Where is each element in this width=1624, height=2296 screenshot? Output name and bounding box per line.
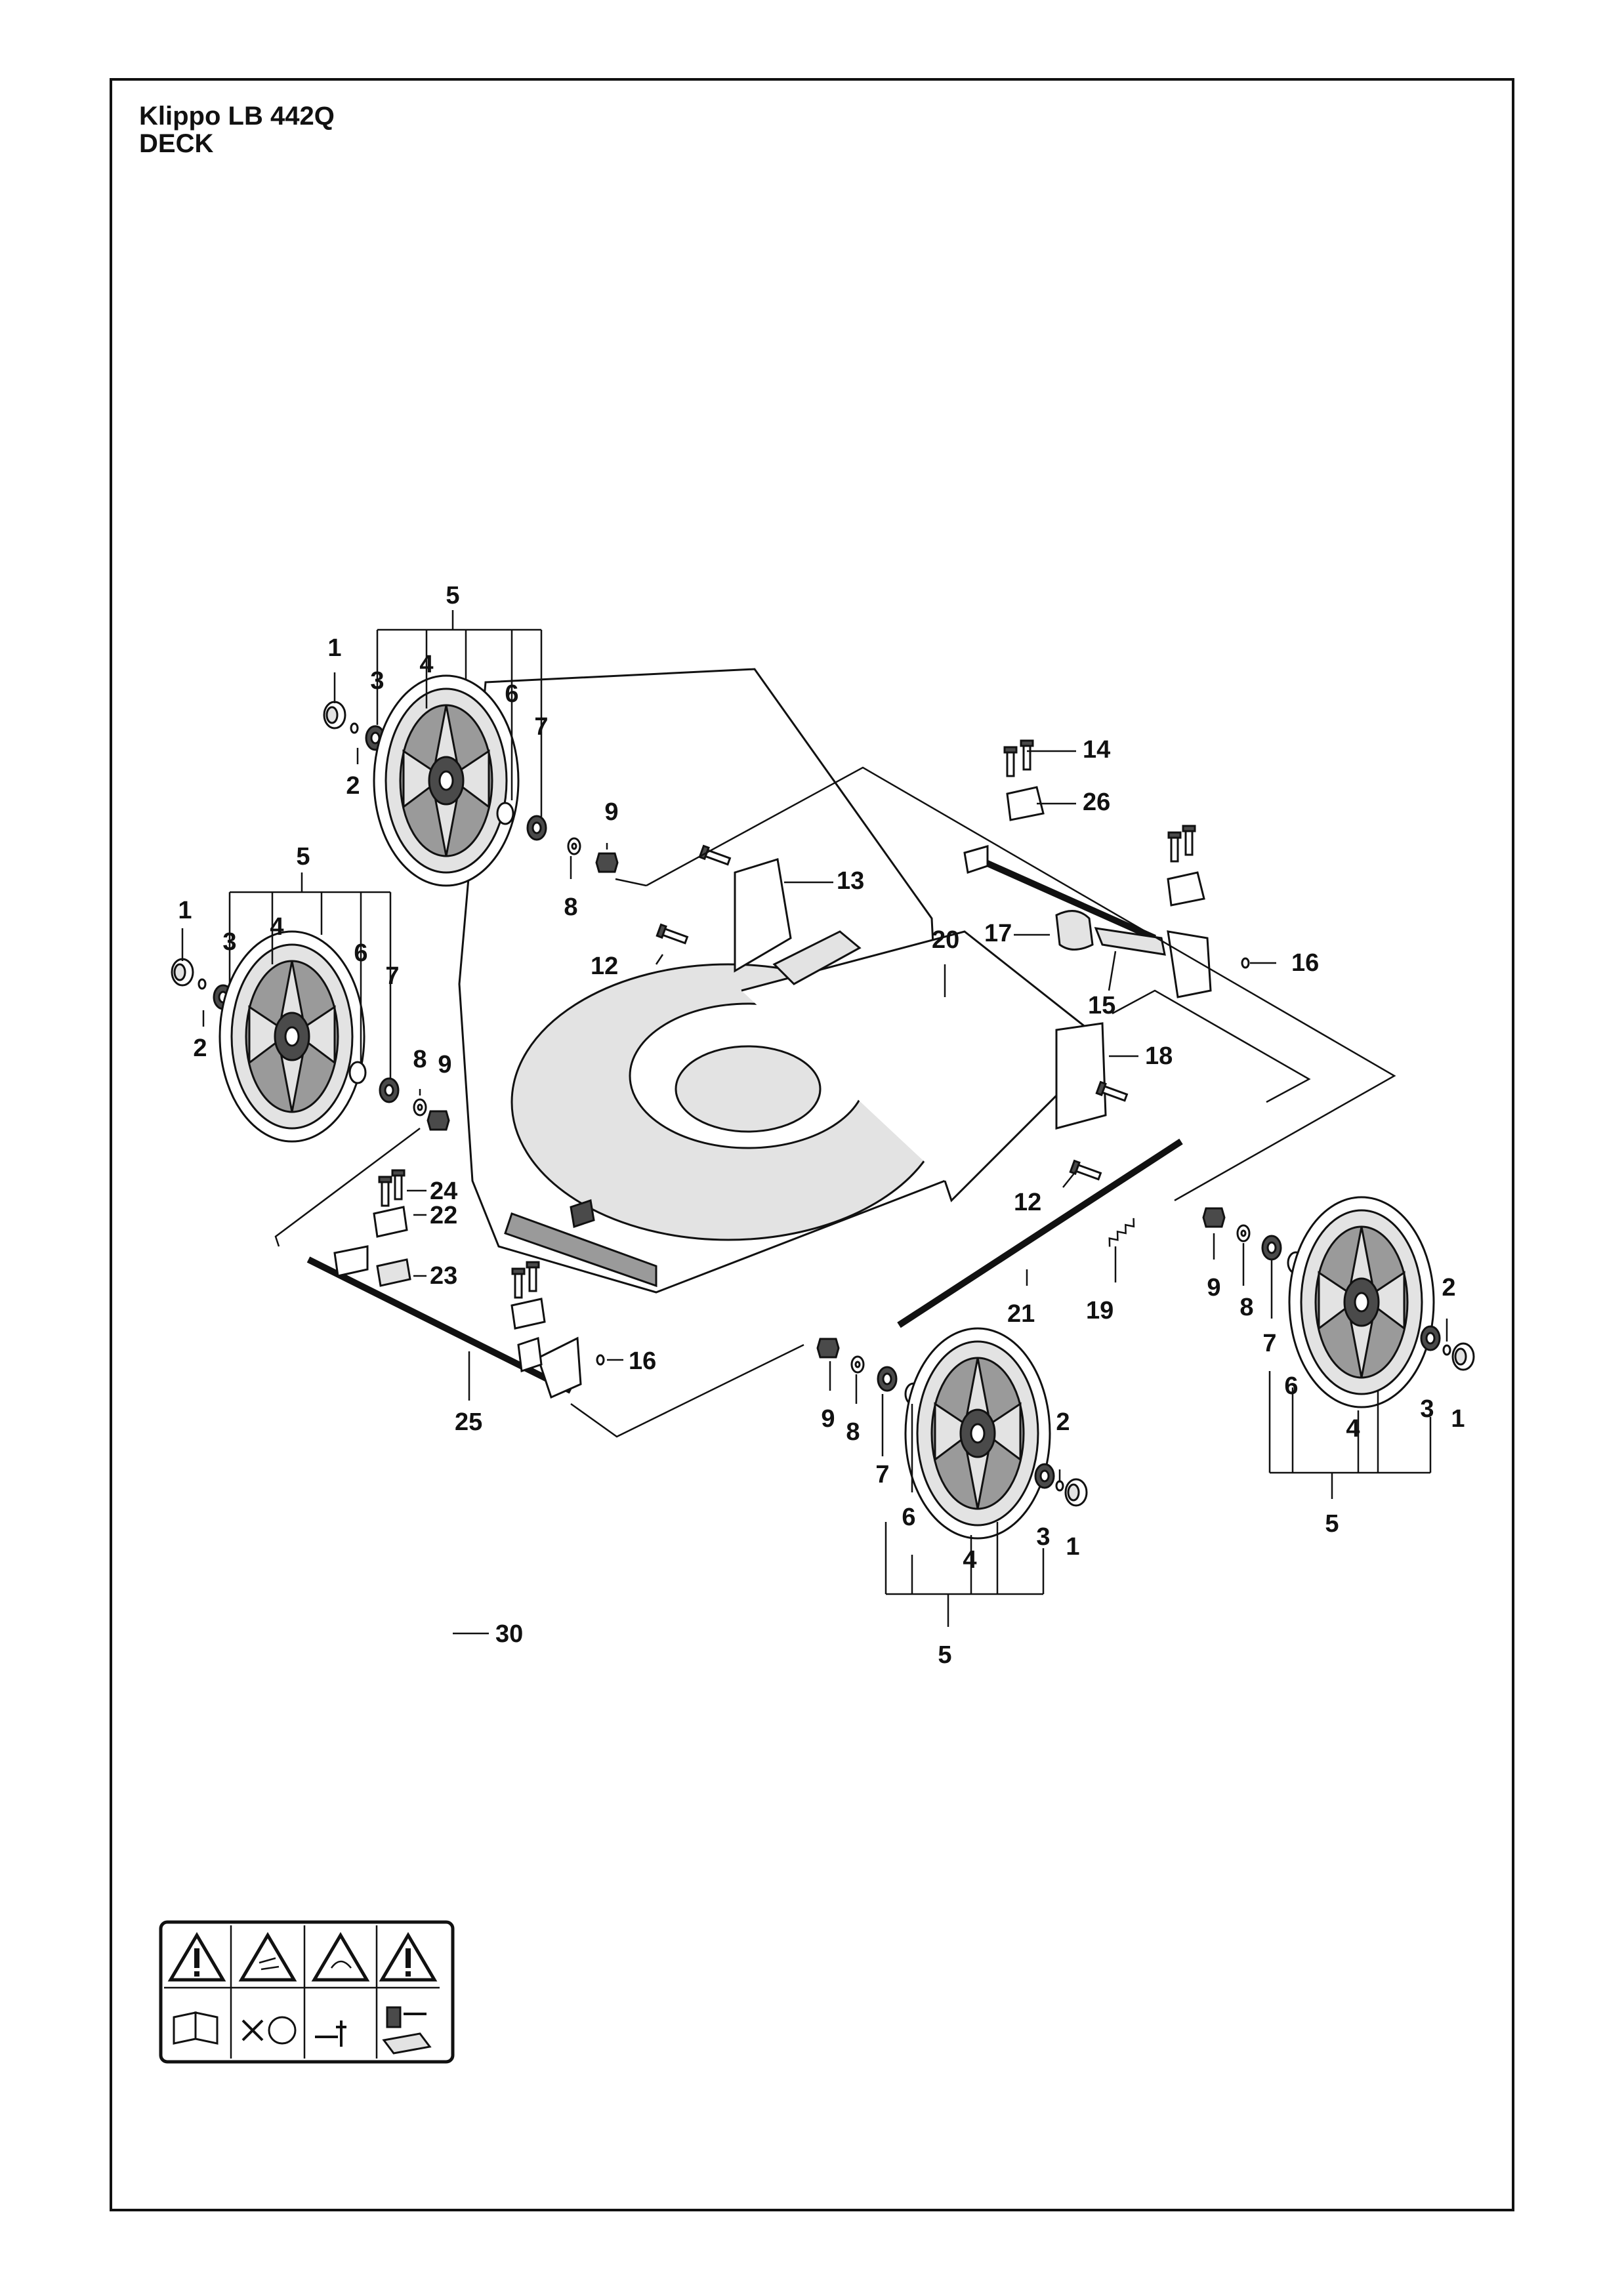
callout-6-rear-right: 6 [1284,1372,1298,1400]
callout-5-rear-right: 5 [1325,1510,1339,1538]
front-axle-rod [306,1245,582,1399]
callout-9-front-right: 9 [821,1405,835,1433]
husqvarna-logo [570,1199,595,1228]
clamp-center [510,1261,546,1330]
callout-5-front-right: 5 [938,1641,951,1669]
callout-12-rear: 12 [591,953,618,980]
callout-19: 19 [1086,1297,1114,1324]
callout-12-front: 12 [1014,1189,1041,1216]
callout-16-upper: 16 [1291,949,1319,977]
callout-1-rear-left: 1 [327,634,341,662]
thrown-object-icon [238,1932,297,1982]
callout-3-front-left: 3 [222,928,236,956]
callout-4-front-left: 4 [270,913,283,941]
clamp-left [373,1169,408,1238]
callout-25: 25 [455,1408,482,1436]
mower-deck [458,668,1091,1294]
callout-2-rear-right: 2 [1442,1274,1455,1302]
callout-17: 17 [984,920,1012,947]
model-title: Klippo LB 442Q [139,102,335,131]
wheel-assembly-front-left [171,930,450,1143]
callout-2-front-left: 2 [193,1035,207,1062]
lever-arm [1094,927,1166,956]
callout-3-front-right: 3 [1036,1523,1050,1551]
callout-1-rear-right: 1 [1451,1405,1465,1433]
page-frame [110,78,1514,2211]
callout-24: 24 [430,1178,457,1205]
callout-7-front-right: 7 [875,1461,889,1488]
callout-4-rear-right: 4 [1346,1415,1360,1443]
disconnect-spark-plug-icon [382,2006,432,2055]
callout-9-rear-left: 9 [604,798,618,826]
callout-8-front-right: 8 [846,1418,860,1446]
callout-18: 18 [1145,1042,1173,1070]
clamp-right [1167,825,1205,907]
callout-5-rear-left: 5 [446,582,459,609]
callout-labels: 5 1 3 4 6 7 2 9 8 5 1 3 4 6 7 2 8 9 9 8 … [178,582,1465,1669]
callout-21: 21 [1007,1300,1035,1328]
safety-decal [159,1920,455,2064]
callout-9-front-left: 9 [438,1051,451,1078]
callout-8-rear-right: 8 [1239,1294,1253,1321]
knob [1055,910,1094,951]
bystander-distance-icon [241,2016,346,2047]
callout-26: 26 [1083,789,1110,816]
rotating-blade-icon [311,1932,370,1982]
rear-axle-rod [963,845,1212,998]
callout-2-front-right: 2 [1056,1408,1070,1436]
height-bracket-front [1055,1022,1107,1130]
callout-23: 23 [430,1262,457,1290]
callout-6-front-right: 6 [902,1504,915,1531]
callout-20: 20 [932,926,959,954]
callout-1-front-left: 1 [178,897,192,924]
clamp-upper [1003,739,1045,821]
callout-22: 22 [430,1202,457,1229]
warning-triangle-icon [379,1932,438,1982]
callout-4-front-right: 4 [963,1546,976,1574]
spring [1108,1218,1135,1247]
callout-6-rear-left: 6 [505,680,518,708]
callout-30: 30 [495,1620,523,1648]
callout-14: 14 [1083,736,1110,764]
callout-7-rear-left: 7 [534,713,548,741]
callout-13: 13 [837,867,864,895]
callout-8-rear-left: 8 [564,893,577,921]
callout-8-front-left: 8 [413,1046,427,1073]
callout-6-front-left: 6 [354,939,367,967]
callout-15: 15 [1088,992,1115,1019]
callout-3-rear-left: 3 [370,667,384,695]
manual-book-icon [173,2011,219,2045]
height-bracket-rear [734,858,792,973]
section-title: DECK [139,129,214,158]
bushing [376,1258,411,1287]
callout-7-front-left: 7 [385,962,399,990]
callout-9-rear-right: 9 [1207,1274,1220,1302]
callout-1-front-right: 1 [1066,1533,1079,1561]
warning-triangle-icon [167,1932,226,1982]
callout-16-lower: 16 [629,1347,656,1375]
callout-7-rear-right: 7 [1262,1330,1276,1357]
callout-5-front-left: 5 [296,843,310,871]
link-rod [897,1138,1183,1328]
callout-2-rear-left: 2 [346,772,360,800]
callout-4-rear-left: 4 [419,651,433,678]
callout-3-rear-right: 3 [1420,1395,1434,1423]
